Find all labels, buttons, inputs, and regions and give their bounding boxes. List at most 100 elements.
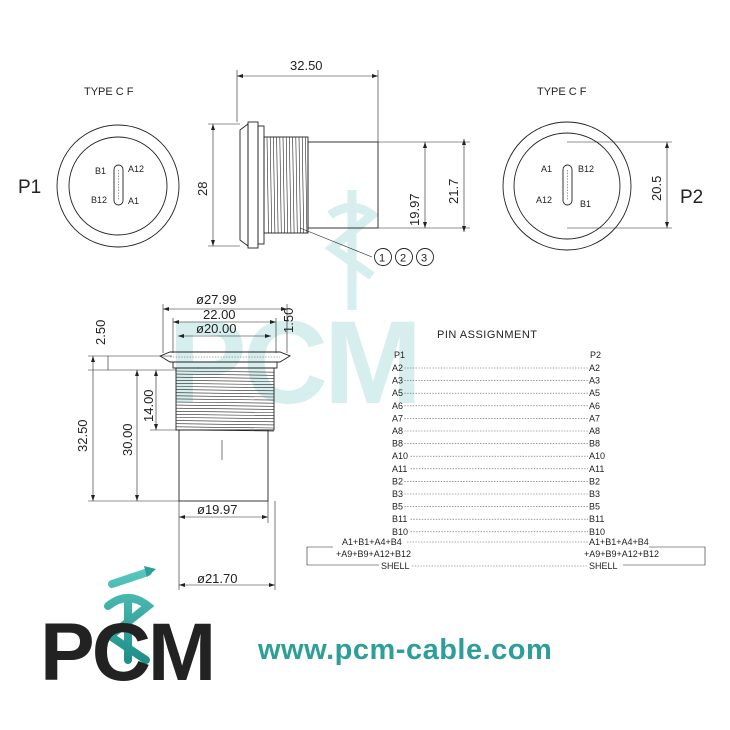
pin-assignment-title: PIN ASSIGNMENT bbox=[437, 329, 538, 341]
front-thread-line bbox=[175, 414, 275, 416]
pin-left-header: P1 bbox=[394, 350, 405, 360]
front-top-dim: 2.50 bbox=[93, 320, 108, 345]
front-thread-line bbox=[175, 398, 275, 401]
power-left-2: +A9+B9+A12+B12 bbox=[336, 549, 411, 559]
front-thread-line bbox=[175, 404, 275, 407]
front-thread-line bbox=[175, 386, 275, 388]
p2-label: P2 bbox=[680, 187, 703, 208]
pin-row-p2: A6 bbox=[589, 401, 600, 411]
side-thread-line bbox=[276, 136, 279, 234]
front-thread-line bbox=[175, 389, 275, 392]
pin-row-p2: A5 bbox=[589, 388, 600, 398]
pin-row-p2: A3 bbox=[589, 376, 600, 386]
p2-height-dim: 20.5 bbox=[649, 176, 664, 201]
pin-row: A7 A7 bbox=[392, 413, 600, 423]
side-thread-lines bbox=[266, 136, 308, 234]
front-thread-line bbox=[175, 376, 275, 379]
watermark-caduceus-icon bbox=[324, 190, 380, 310]
pin-row-p1: B2 bbox=[392, 476, 403, 486]
front-thread-line bbox=[175, 401, 275, 404]
caduceus-logo-icon bbox=[103, 568, 155, 664]
callout-1 bbox=[374, 248, 392, 266]
front-thread-line bbox=[175, 420, 275, 423]
side-flange-dim: 28 bbox=[195, 182, 210, 196]
p1-inner-ring bbox=[68, 136, 168, 236]
side-view: 32.50 28 19.97 21.7 1 2 3 bbox=[195, 58, 470, 266]
front-body-dia-dim: ø19.97 bbox=[197, 502, 237, 517]
side-thread-line bbox=[285, 136, 288, 234]
pin-row-p1: B8 bbox=[392, 439, 403, 449]
side-thread-line bbox=[266, 136, 269, 234]
pin-row-p1: B5 bbox=[392, 502, 403, 512]
pin-row-p2: A11 bbox=[589, 464, 604, 474]
pin-right-header: P2 bbox=[590, 350, 601, 360]
callout-2-label: 2 bbox=[400, 253, 406, 265]
shell-bracket-right bbox=[623, 546, 706, 566]
side-thread-line bbox=[305, 136, 308, 234]
side-body bbox=[307, 141, 379, 229]
front-outer-dia-dim: ø27.99 bbox=[196, 292, 236, 307]
pin-row-p1: A10 bbox=[392, 451, 408, 461]
pin-row: B10 B10 bbox=[392, 527, 605, 537]
front-thread-line bbox=[175, 370, 275, 373]
side-thread-line bbox=[301, 136, 304, 234]
front-30-dim: 30.00 bbox=[120, 423, 135, 456]
website-url: www.pcm-cable.com bbox=[257, 634, 552, 666]
callout-3-label: 3 bbox=[421, 253, 427, 265]
p2-pin-b1: B1 bbox=[580, 199, 591, 209]
p2-heading: TYPE C F bbox=[537, 86, 587, 98]
side-thread-line bbox=[279, 136, 282, 234]
logo-arrow-icon bbox=[144, 566, 156, 577]
side-thread-line bbox=[273, 136, 276, 234]
front-flange-thk-dim: 1.50 bbox=[281, 308, 296, 333]
p2-usb-c-port-icon bbox=[562, 164, 573, 206]
pin-row-p2: B8 bbox=[589, 439, 600, 449]
pin-row-p1: B10 bbox=[392, 527, 408, 537]
pin-row-p2: A2 bbox=[589, 363, 600, 373]
side-thread-line bbox=[298, 136, 301, 234]
callout-3 bbox=[416, 248, 434, 266]
side-thread-line bbox=[289, 136, 292, 234]
side-thread-line bbox=[292, 136, 295, 234]
power-left-1: A1+B1+A4+B4 bbox=[342, 537, 402, 547]
pin-row-p1: A11 bbox=[392, 464, 407, 474]
side-flange-washer bbox=[257, 125, 265, 245]
pin-row-p1: A2 bbox=[392, 363, 403, 373]
front-thread-line bbox=[175, 383, 275, 385]
pin-row-p2: A7 bbox=[589, 413, 600, 423]
pin-row-p2: B5 bbox=[589, 502, 600, 512]
p1-usb-c-port-icon bbox=[113, 164, 124, 206]
front-thread-line bbox=[175, 426, 275, 429]
front-thread-line bbox=[175, 373, 275, 376]
callout-1-label: 1 bbox=[379, 253, 385, 265]
pin-row-p2: B10 bbox=[589, 527, 605, 537]
side-thread-line bbox=[295, 136, 298, 234]
front-flange bbox=[158, 351, 292, 363]
pin-row: B8 B8 bbox=[392, 439, 600, 449]
p1-pin-a1: A1 bbox=[128, 196, 139, 206]
front-22-dim: 22.00 bbox=[203, 307, 236, 322]
front-thread-line bbox=[175, 395, 275, 398]
side-thread-line bbox=[282, 136, 285, 234]
p1-heading: TYPE C F bbox=[84, 86, 134, 98]
front-thread-line bbox=[175, 380, 275, 382]
pcm-logo: PCM bbox=[40, 607, 213, 698]
p1-label: P1 bbox=[18, 177, 41, 198]
side-flange-nut bbox=[247, 121, 259, 249]
callout-leader bbox=[299, 227, 373, 258]
front-14-dim: 14.00 bbox=[141, 389, 156, 422]
callout-2 bbox=[395, 248, 413, 266]
front-view: ø27.99 22.00 ø20.00 1.50 2.50 32.50 30. bbox=[75, 292, 296, 590]
front-thread-line bbox=[175, 417, 275, 419]
shell-right: SHELL bbox=[589, 561, 618, 571]
pin-row-p1: A7 bbox=[392, 413, 403, 423]
